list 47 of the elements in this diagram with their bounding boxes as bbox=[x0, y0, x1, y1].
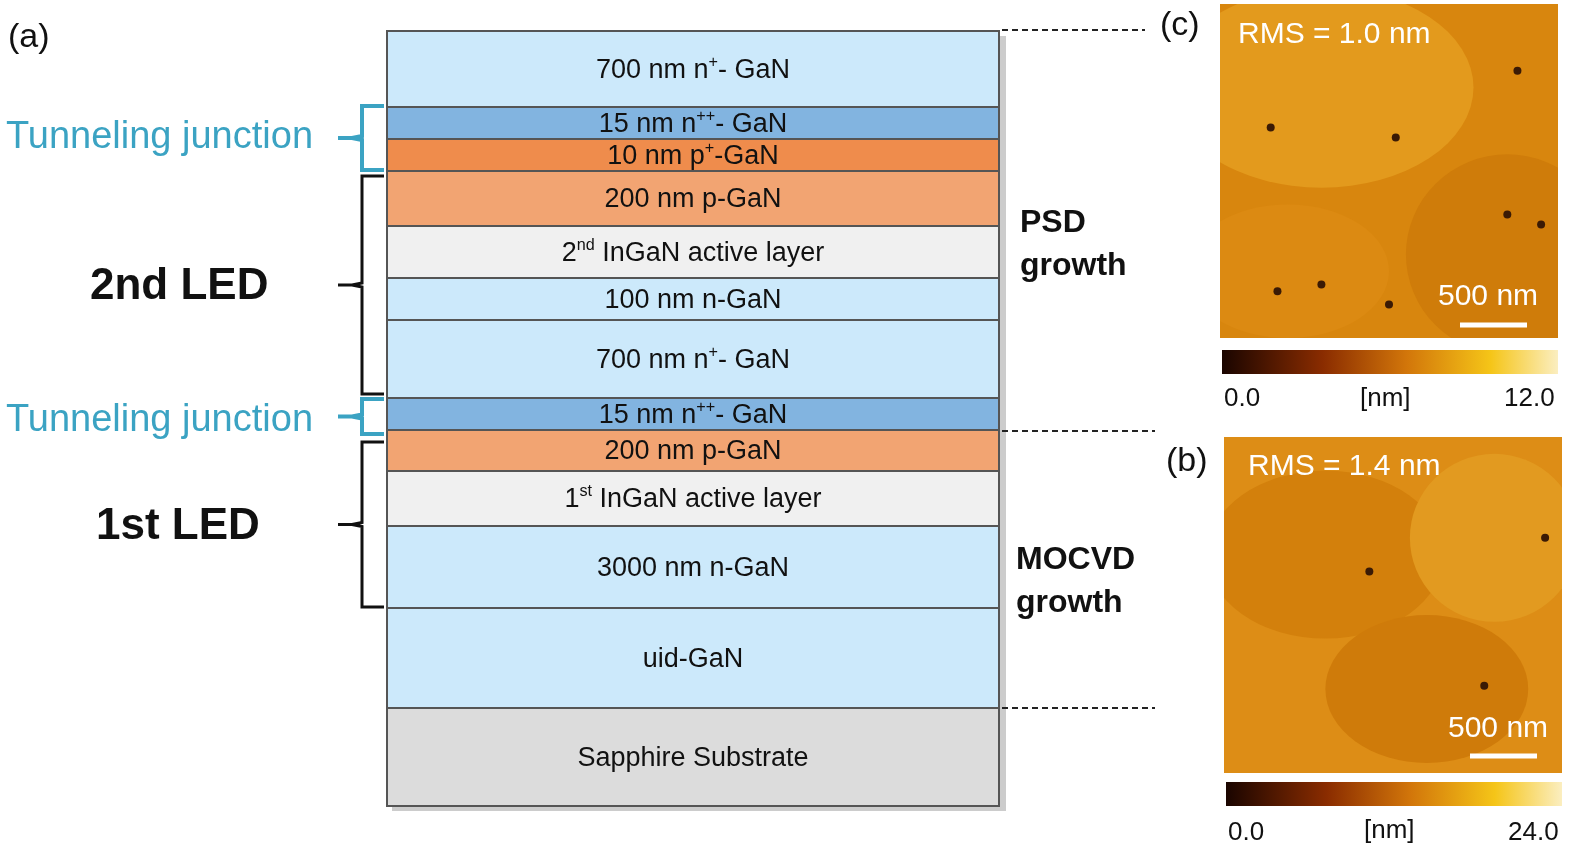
color-scale-bar bbox=[1222, 350, 1558, 374]
layer-label: 15 nm n$^{++}$- GaN bbox=[598, 400, 788, 428]
tick-label: 24.0 bbox=[1508, 818, 1559, 844]
layer-label: uid-GaN bbox=[642, 644, 744, 672]
layer-box bbox=[386, 525, 1000, 609]
layer-box bbox=[386, 470, 1000, 527]
image-label: RMS = 1.0 nm bbox=[1238, 18, 1431, 48]
layer-box bbox=[386, 607, 1000, 709]
layer-box bbox=[386, 429, 1000, 472]
bracket-label: 2nd LED bbox=[90, 262, 269, 306]
tick-label: 0.0 bbox=[1224, 384, 1261, 410]
image-label: RMS = 1.4 nm bbox=[1248, 450, 1441, 480]
layer-label: 200 nm p-GaN bbox=[604, 185, 782, 212]
bracket-label: 1st LED bbox=[96, 502, 260, 546]
layer-label: 200 nm p-GaN bbox=[604, 437, 782, 464]
layer-label: 3000 nm n-GaN bbox=[596, 553, 790, 581]
layer-box bbox=[386, 106, 1000, 140]
panel-label: (c) bbox=[1160, 6, 1200, 40]
layer-box bbox=[386, 225, 1000, 279]
layer-label: 2$^{nd}$ InGaN active layer bbox=[561, 238, 825, 266]
axis-label: [nm] bbox=[1360, 384, 1411, 410]
panel-label: (b) bbox=[1166, 442, 1208, 476]
axis-label: [nm] bbox=[1364, 816, 1415, 842]
layer-box bbox=[386, 138, 1000, 172]
layer-box bbox=[386, 277, 1000, 321]
color-scale-bar bbox=[1226, 782, 1562, 806]
layer-label: 700 nm n$^{+}$- GaN bbox=[595, 55, 791, 83]
layer-label: 10 nm p$^{+}$-GaN bbox=[607, 141, 779, 169]
layer-label: 100 nm n-GaN bbox=[604, 285, 782, 313]
scale-label: 500 nm bbox=[1448, 712, 1549, 742]
layer-label: 15 nm n$^{++}$- GaN bbox=[598, 109, 788, 137]
annotation-text: PSD growth bbox=[1020, 202, 1128, 285]
annotation-text: MOCVD growth bbox=[1016, 539, 1137, 622]
bracket-label: Tunneling junction bbox=[6, 116, 314, 154]
layer-box bbox=[386, 397, 1000, 431]
layer-label: 1$^{st}$ InGaN active layer bbox=[564, 485, 822, 512]
layer-label: 700 nm n$^{+}$- GaN bbox=[595, 345, 791, 373]
layer-box bbox=[386, 707, 1000, 807]
tick-label: 0.0 bbox=[1228, 818, 1265, 844]
scale-label: 500 nm bbox=[1438, 280, 1539, 310]
panel-label: (a) bbox=[8, 18, 50, 52]
layer-box bbox=[386, 170, 1000, 227]
layer-box bbox=[386, 30, 1000, 108]
tick-label: 12.0 bbox=[1504, 384, 1555, 410]
layer-label: Sapphire Substrate bbox=[577, 743, 809, 771]
bracket-label: Tunneling junction bbox=[6, 399, 314, 437]
layer-box bbox=[386, 319, 1000, 399]
